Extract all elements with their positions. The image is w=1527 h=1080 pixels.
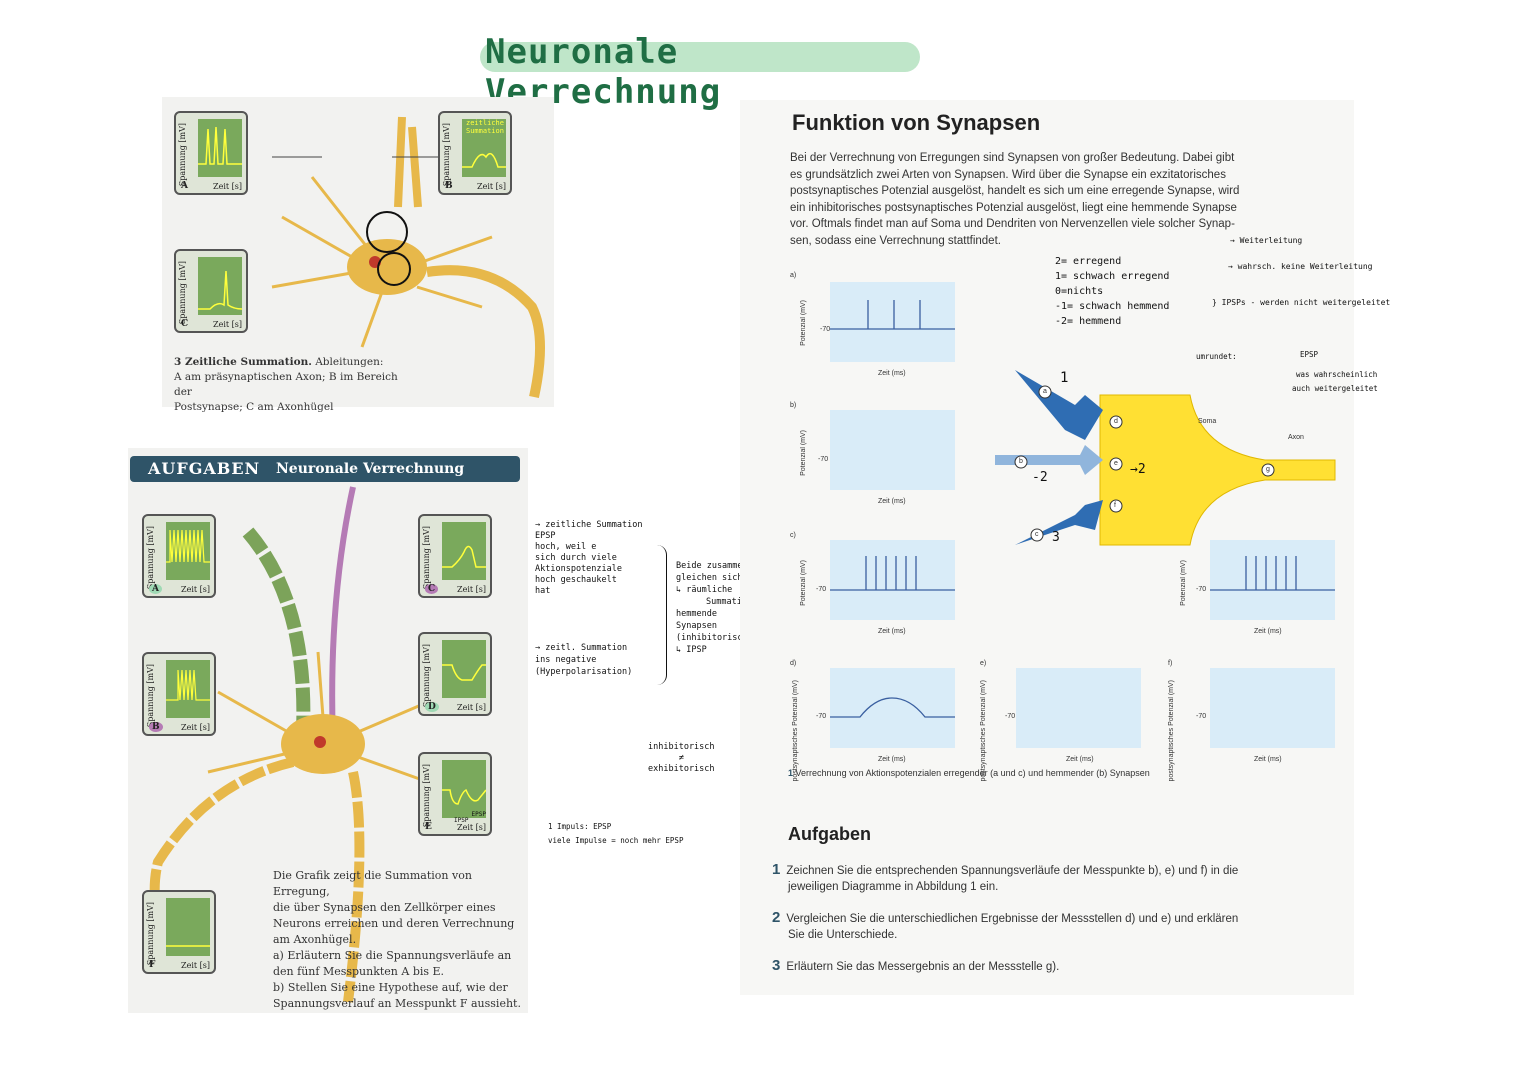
plot-e xyxy=(1016,668,1141,748)
handwritten-brace xyxy=(656,545,667,685)
aufgaben-heading: Aufgaben xyxy=(788,824,871,845)
aufgaben-oscilloscope-c: Spannung [mV] C Zeit [s] xyxy=(418,514,492,598)
synapse-diagram xyxy=(985,360,1345,560)
oscilloscope-a: Spannung [mV] A Zeit [s] xyxy=(174,111,248,195)
axon-label: Axon xyxy=(1288,434,1304,441)
oscilloscope-b: Spannung [mV] B Zeit [s] zeitliche Summa… xyxy=(438,111,512,195)
synapsen-title: Funktion von Synapsen xyxy=(792,110,1040,136)
plot-a xyxy=(830,282,955,362)
aufgaben-header: AUFGABEN Neuronale Verrechnung xyxy=(130,456,520,482)
aufgaben-text: Die Grafik zeigt die Summation von Erreg… xyxy=(273,868,523,1012)
handwritten-notes-2: → zeitl. Summation ins negative (Hyperpo… xyxy=(535,642,655,678)
handwritten-scale: 2= erregend 1= schwach erregend 0=nichts… xyxy=(1055,254,1169,329)
plot-f xyxy=(1210,668,1335,748)
oscilloscope-c: Spannung [mV] C Zeit [s] xyxy=(174,249,248,333)
handwritten-notes-1: → zeitliche Summation EPSP hoch, weil e … xyxy=(535,520,655,597)
plot-b xyxy=(830,410,955,490)
handwritten-note: zeitliche Summation xyxy=(466,119,506,135)
plot-d xyxy=(830,668,955,748)
soma-label: Soma xyxy=(1198,418,1216,425)
figure-caption: 3 Zeitliche Summation. Ableitungen: A am… xyxy=(174,355,414,415)
aufgaben-oscilloscope-d: Spannung [mV] D Zeit [s] xyxy=(418,632,492,716)
synapsen-intro: Bei der Verrechnung von Erregungen sind … xyxy=(790,150,1310,249)
aufgaben-oscilloscope-a: Spannung [mV] A Zeit [s] xyxy=(142,514,216,598)
figure-zeitliche-summation: Spannung [mV] A Zeit [s] Spannung [mV] B… xyxy=(162,97,554,407)
aufgaben-oscilloscope-e: Spannung [mV] E Zeit [s] IPSP EPSP xyxy=(418,752,492,836)
handwritten-notes-4: inhibitorisch ≠ exhibitorisch xyxy=(648,742,715,775)
plot-c xyxy=(830,540,955,620)
handwritten-notes-5: 1 Impuls: EPSP viele Impulse = noch mehr… xyxy=(548,820,683,848)
aufgaben-oscilloscope-f: Spannung [mV] F Zeit [s] xyxy=(142,890,216,974)
aufgaben-oscilloscope-b: Spannung [mV] B Zeit [s] xyxy=(142,652,216,736)
page-title: Neuronale Verrechnung xyxy=(470,28,930,80)
synapsen-caption: 1 Verrechnung von Aktionspotenzialen err… xyxy=(788,768,1150,778)
